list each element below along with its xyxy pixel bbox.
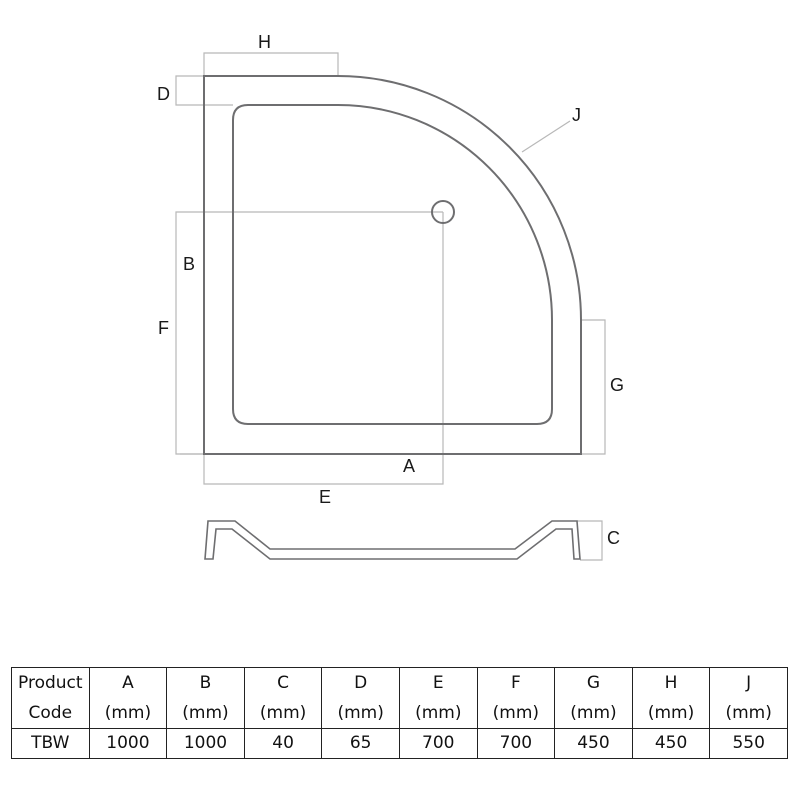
cell-E: 700 bbox=[398, 728, 478, 759]
header-G: G(mm) bbox=[554, 667, 633, 729]
cell-J: 550 bbox=[709, 728, 788, 759]
label-F: F bbox=[158, 318, 169, 338]
label-E: E bbox=[319, 487, 331, 507]
dimension-lines bbox=[175, 52, 606, 561]
dim-E bbox=[203, 212, 444, 485]
tray-side-profile bbox=[204, 520, 581, 560]
cell-product-code: TBW bbox=[11, 728, 90, 759]
cell-F: 700 bbox=[476, 728, 556, 759]
profile-outline bbox=[204, 520, 581, 560]
label-B: B bbox=[183, 254, 195, 274]
waste-outlet-icon bbox=[431, 200, 455, 224]
cell-C: 40 bbox=[243, 728, 323, 759]
label-A: A bbox=[403, 456, 415, 476]
dim-H bbox=[203, 52, 339, 76]
dimension-labels: H D J B F G A E C bbox=[157, 32, 624, 548]
cell-D: 65 bbox=[321, 728, 400, 759]
table-row: TBW 1000 1000 40 65 700 700 450 450 550 bbox=[11, 728, 788, 759]
cell-G: 450 bbox=[554, 728, 633, 759]
label-D: D bbox=[157, 84, 170, 104]
dim-C bbox=[577, 520, 603, 561]
cell-A: 1000 bbox=[88, 728, 168, 759]
tray-inner-outline bbox=[232, 104, 553, 425]
label-C: C bbox=[607, 528, 620, 548]
header-F: F(mm) bbox=[476, 667, 556, 729]
label-G: G bbox=[610, 375, 624, 395]
tray-plan-view bbox=[203, 75, 582, 455]
label-H: H bbox=[258, 32, 271, 52]
header-E: E(mm) bbox=[398, 667, 478, 729]
cell-H: 450 bbox=[631, 728, 711, 759]
header-D: D(mm) bbox=[321, 667, 400, 729]
dim-J-leader bbox=[521, 120, 571, 153]
header-H: H(mm) bbox=[631, 667, 711, 729]
header-A: A(mm) bbox=[88, 667, 168, 729]
dim-F bbox=[175, 211, 443, 455]
tray-outer-outline bbox=[203, 75, 582, 455]
header-C: C(mm) bbox=[243, 667, 323, 729]
header-B: B(mm) bbox=[166, 667, 245, 729]
dim-G bbox=[581, 319, 606, 455]
cell-B: 1000 bbox=[166, 728, 245, 759]
label-J: J bbox=[572, 105, 581, 125]
header-J: J(mm) bbox=[709, 667, 788, 729]
